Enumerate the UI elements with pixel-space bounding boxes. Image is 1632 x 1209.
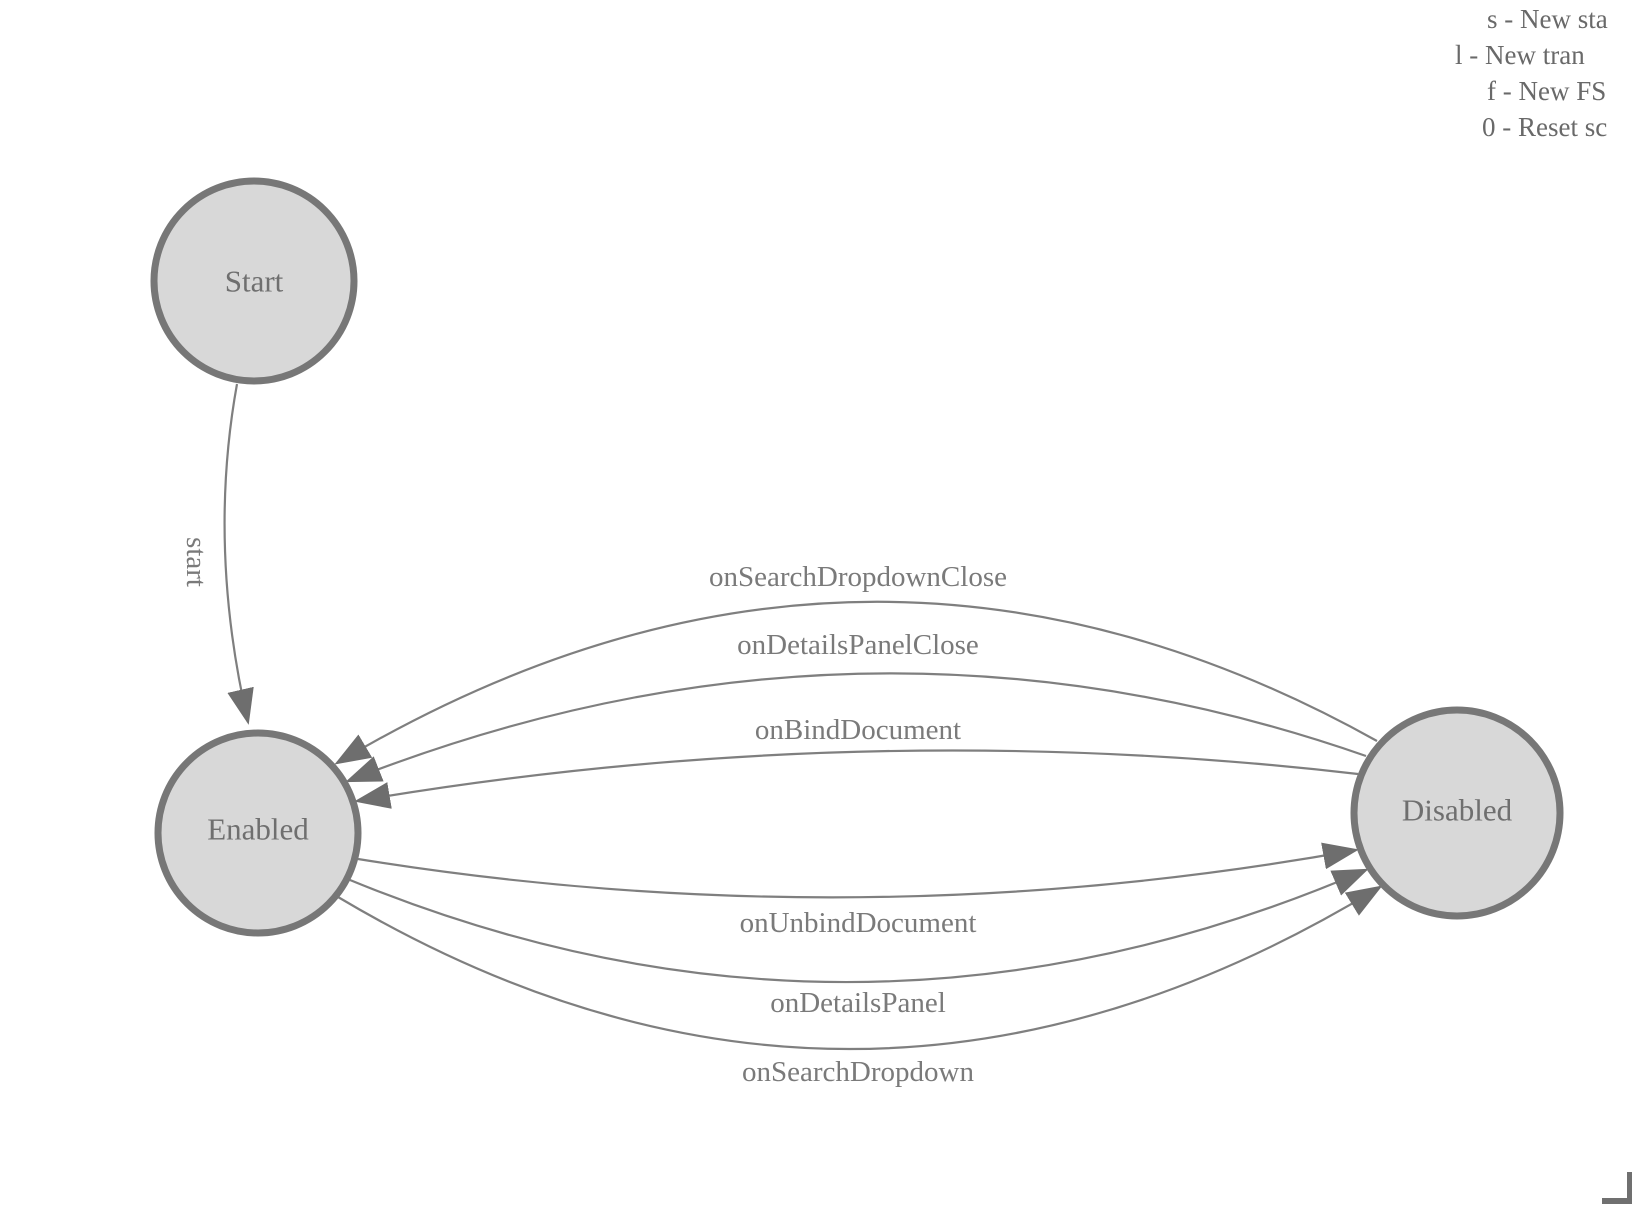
transition-start[interactable] [223,383,254,725]
transition-onSearchDropdownClose[interactable] [334,600,1378,765]
state-node-start[interactable] [150,177,358,385]
legend-line-new-fsm: f - New FS [1487,76,1607,106]
transition-onSearchDropdown-label: onSearchDropdown [742,1056,974,1088]
state-node-disabled[interactable] [1350,706,1564,920]
state-node-enabled-label: Enabled [207,812,309,847]
offscreen-box-corner-horizontal [1602,1198,1632,1204]
legend-line-new-state: s - New sta [1487,4,1608,34]
transition-onSearchDropdownClose-label: onSearchDropdownClose [709,561,1007,593]
transition-onDetailsPanelClose[interactable] [345,672,1367,783]
state-node-start-label: Start [225,264,284,299]
transition-onUnbindDocument[interactable] [357,842,1359,899]
transition-onUnbindDocument-label: onUnbindDocument [740,907,977,939]
transition-onBindDocument-label: onBindDocument [755,714,961,746]
transition-onBindDocument[interactable] [354,749,1359,809]
transition-onSearchDropdown[interactable] [337,885,1383,1051]
legend-line-reset-scale: 0 - Reset sc [1482,112,1608,142]
transition-onDetailsPanel-label: onDetailsPanel [770,987,946,1019]
transition-onDetailsPanelClose-label: onDetailsPanelClose [737,629,979,661]
state-node-disabled-label: Disabled [1402,793,1513,828]
legend-line-new-transition: l - New tran [1455,40,1585,70]
transition-start-label: start [180,537,212,587]
transition-onDetailsPanel[interactable] [349,868,1369,984]
offscreen-box-corner-vertical [1627,1172,1632,1204]
state-node-enabled[interactable] [154,729,362,937]
